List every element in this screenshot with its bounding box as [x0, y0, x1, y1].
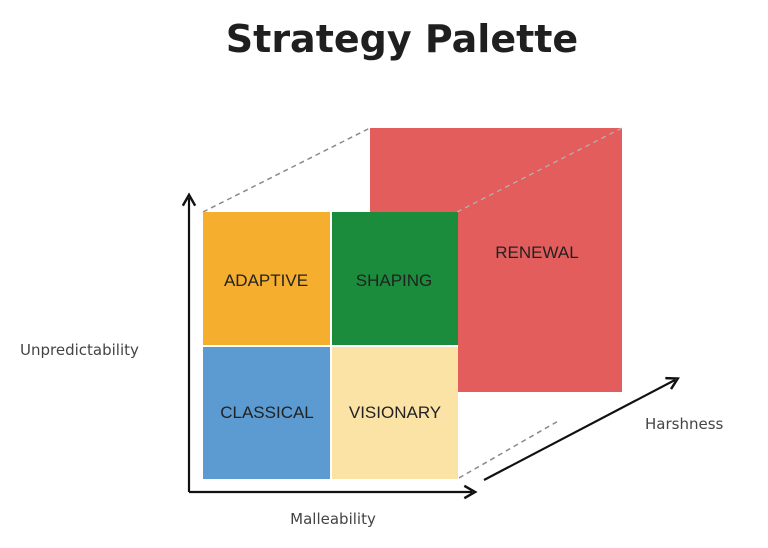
- malleability-axis-label: Malleability: [290, 510, 376, 528]
- classical-label: CLASSICAL: [220, 403, 314, 422]
- adaptive-block: [203, 212, 331, 346]
- depth-axis-arrow: [483, 376, 680, 481]
- visionary-block: [331, 346, 458, 479]
- perspective-line-top: [202, 127, 371, 213]
- classical-block: [203, 346, 331, 479]
- perspective-line-bottom: [458, 419, 561, 479]
- shaping-label: SHAPING: [356, 271, 433, 290]
- visionary-label: VISIONARY: [349, 403, 441, 422]
- renewal-label: RENEWAL: [495, 243, 578, 262]
- perspective-line-mid: [456, 127, 623, 213]
- harshness-axis-label: Harshness: [645, 415, 724, 433]
- unpredictability-axis-label: Unpredictability: [20, 341, 139, 359]
- adaptive-label: ADAPTIVE: [224, 271, 308, 290]
- shaping-block: [331, 212, 458, 346]
- diagram-title: Strategy Palette: [226, 17, 578, 61]
